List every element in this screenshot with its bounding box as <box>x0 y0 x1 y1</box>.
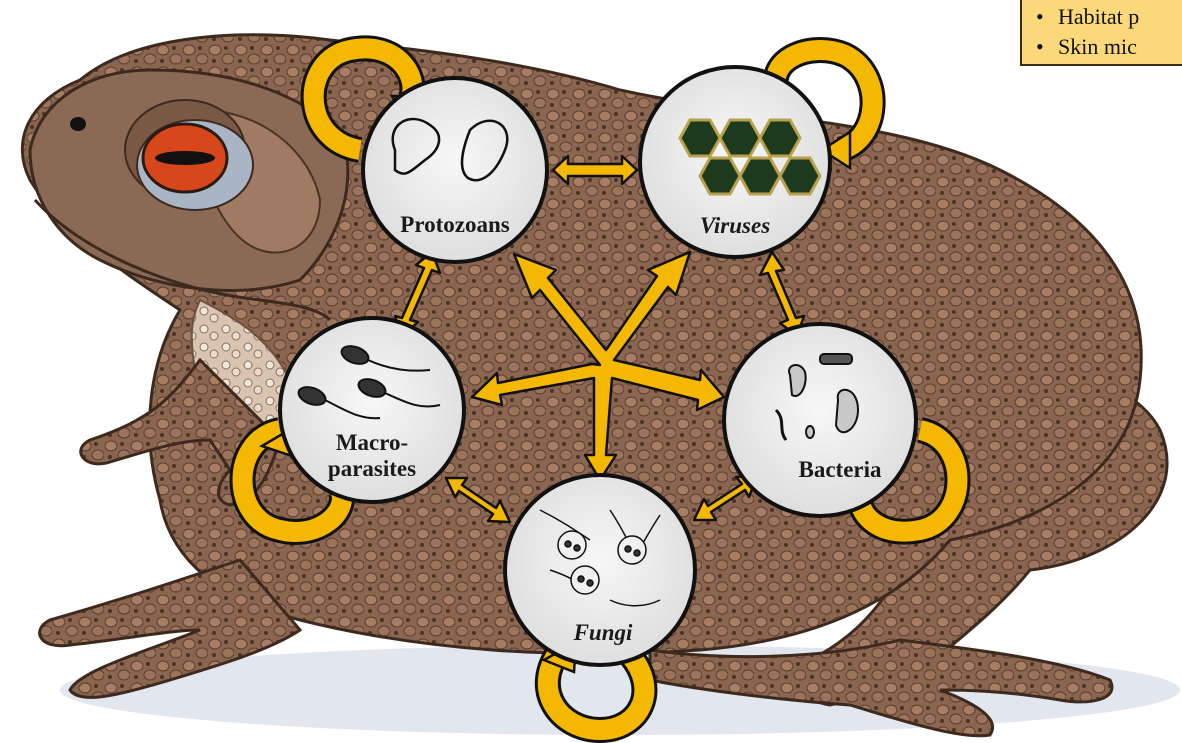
macroparasites-label-line1: Macro- <box>336 430 408 455</box>
fungi-label: Fungi <box>573 620 633 645</box>
node-protozoans: Protozoans <box>363 78 547 262</box>
protozoans-label: Protozoans <box>400 212 510 237</box>
node-fungi: Fungi <box>505 475 695 665</box>
legend-item: •Skin mic <box>1036 32 1182 62</box>
legend-item: •Habitat p <box>1036 2 1182 32</box>
legend-box: •Habitat p •Skin mic <box>1020 0 1182 66</box>
node-macroparasites: Macro- parasites <box>280 318 464 502</box>
bacteria-label: Bacteria <box>798 457 882 482</box>
macroparasites-label-line2: parasites <box>328 456 416 481</box>
viruses-label: Viruses <box>700 213 770 238</box>
node-bacteria: Bacteria <box>724 324 916 516</box>
legend-item-text: Habitat p <box>1058 4 1139 29</box>
node-viruses: Viruses <box>640 67 830 257</box>
legend-item-text: Skin mic <box>1058 34 1137 59</box>
